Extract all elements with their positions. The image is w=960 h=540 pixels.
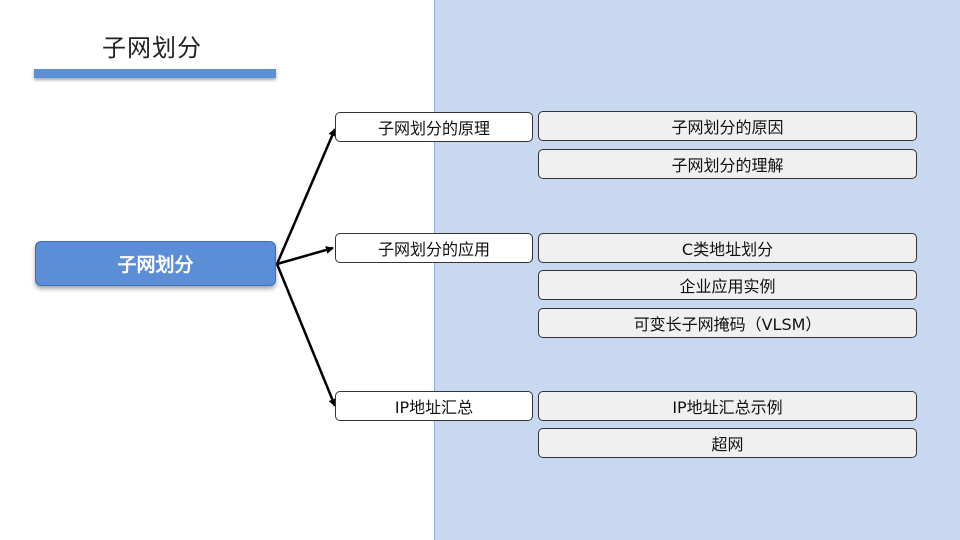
leaf-node-class-c: C类地址划分 bbox=[538, 233, 917, 263]
leaf-node-reason: 子网划分的原因 bbox=[538, 111, 917, 141]
branch-node-principle: 子网划分的原理 bbox=[335, 112, 533, 142]
leaf-node-enterprise: 企业应用实例 bbox=[538, 270, 917, 300]
leaf-node-summary-example: IP地址汇总示例 bbox=[538, 391, 917, 421]
root-node: 子网划分 bbox=[35, 241, 276, 286]
leaf-node-supernet: 超网 bbox=[538, 428, 917, 458]
branch-node-summary: IP地址汇总 bbox=[335, 391, 533, 421]
slide-title: 子网划分 bbox=[102, 34, 202, 62]
arrow-to-branch-1 bbox=[275, 128, 337, 265]
leaf-node-understanding: 子网划分的理解 bbox=[538, 149, 917, 179]
branch-node-application: 子网划分的应用 bbox=[335, 233, 533, 263]
arrow-to-branch-3 bbox=[275, 263, 337, 407]
leaf-node-vlsm: 可变长子网掩码（VLSM） bbox=[538, 308, 917, 338]
arrow-to-branch-2 bbox=[276, 246, 334, 266]
title-underline bbox=[34, 69, 276, 78]
